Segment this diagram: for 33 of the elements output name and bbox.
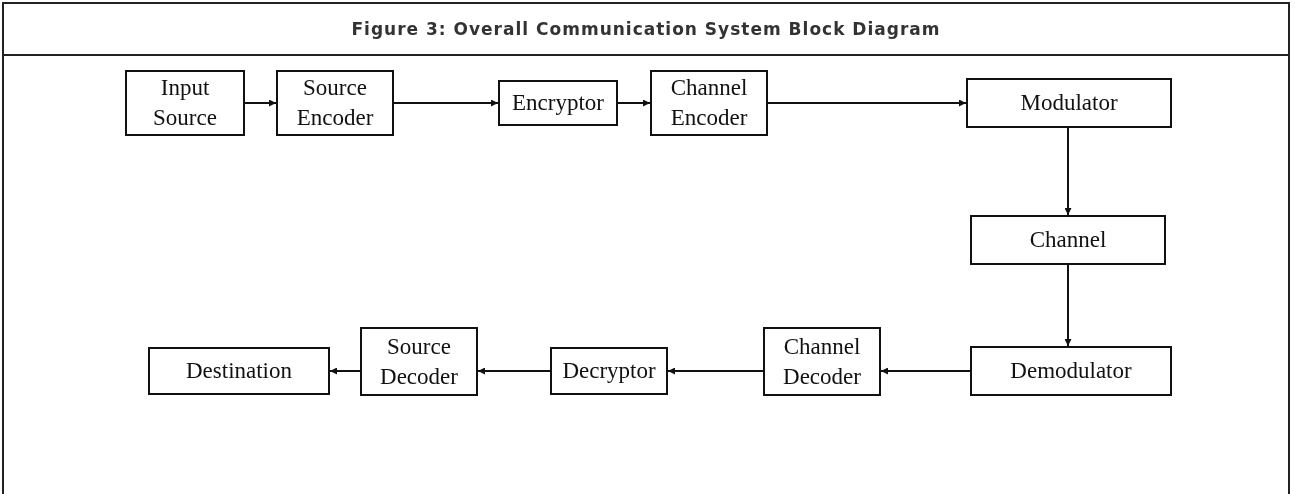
arrow xyxy=(667,367,764,375)
arrow xyxy=(477,367,551,375)
process-box xyxy=(276,70,394,136)
process-box xyxy=(360,327,478,396)
block-label: Channel xyxy=(1029,226,1107,255)
arrow xyxy=(1064,127,1072,216)
figure-title: Figure 3: Overall Communication System Block Diagram xyxy=(351,19,941,39)
block-label: Decryptor xyxy=(562,357,656,386)
block-label: Source Encoder xyxy=(295,74,375,132)
block-label: Channel Decoder xyxy=(782,332,862,391)
process-box xyxy=(763,327,881,396)
block-label: Channel Encoder xyxy=(669,74,749,132)
block-label: Demodulator xyxy=(1010,357,1132,386)
arrow xyxy=(393,99,499,107)
process-box xyxy=(125,70,245,136)
process-box xyxy=(550,347,668,395)
block-label: Source Decoder xyxy=(379,332,459,391)
block-label: Destination xyxy=(185,357,292,386)
arrow xyxy=(767,99,967,107)
process-box xyxy=(650,70,768,136)
arrow xyxy=(617,99,651,107)
block-label: Encryptor xyxy=(512,89,604,118)
process-box xyxy=(498,80,618,126)
arrow xyxy=(880,367,971,375)
arrow xyxy=(329,367,361,375)
block-label: Modulator xyxy=(1020,89,1118,118)
process-box xyxy=(970,346,1172,396)
process-box xyxy=(970,215,1166,265)
process-box xyxy=(148,347,330,395)
block-label: Input Source xyxy=(152,74,218,132)
arrow xyxy=(244,99,277,107)
arrow xyxy=(1064,264,1072,347)
process-box xyxy=(966,78,1172,128)
